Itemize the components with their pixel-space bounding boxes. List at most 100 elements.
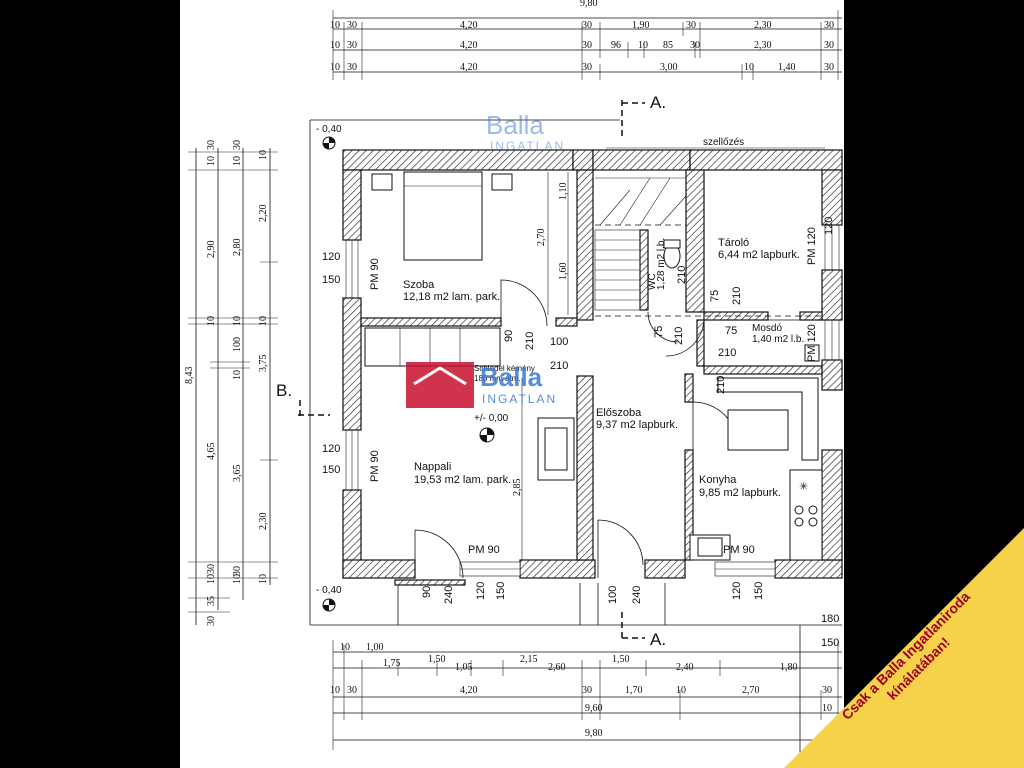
top-dim-r3-7: 30 [824,62,834,73]
top-dim-r1-3: 30 [582,20,592,31]
bottom-r2-4: 2,60 [548,662,566,673]
bottom-150-a: 150 [495,582,507,600]
right-90: 90 [826,746,838,758]
door-210-g: 210 [676,266,688,284]
level-bottom-left: - 0,40 [316,585,342,596]
banner-line2: kínálatában! [884,634,953,703]
bottom-r1-0: 10 [340,642,350,653]
door-210-e: 210 [718,347,736,359]
section-a-top-label: A. [650,93,666,112]
section-a-bottom-label: A. [650,630,666,649]
door-210-f: 210 [715,376,727,394]
top-dim-r2-0: 10 [330,40,340,51]
bottom-r2-7: 1,80 [780,662,798,673]
bottom-r3-4: 1,70 [625,685,643,696]
room-nappali-area: 19,53 m2 lam. park. [414,474,511,486]
bottom-r3-5: 10 [676,685,686,696]
top-dim-r1-5: 30 [686,20,696,31]
right-150: 150 [821,637,839,649]
top-dim-r3-0: 10 [330,62,340,73]
top-dim-r2-4: 96 [611,40,621,51]
bottom-r2-0: 1,75 [383,658,401,669]
bottom-r2-6: 2,40 [676,662,694,673]
staircase [594,177,822,317]
pm90-nappali: PM 90 [369,450,381,482]
left-a-8: 30 [206,616,217,626]
top-dim-r2-7: 30 [690,40,700,51]
right-180: 180 [821,613,839,625]
left-a-5: 10 [206,574,217,584]
left-c-0: 10 [258,150,269,160]
bottom-r2-1: 1,50 [428,654,446,665]
room-wc-name: WC [647,273,658,290]
section-markers: A. A. B. [276,93,666,649]
room-szoba-name: Szoba [403,279,435,291]
level-marks: - 0,40 - 0,40 +/- 0,00 [316,124,509,612]
window-120-b: 120 [322,443,340,455]
chimney-line2: 180 mm átm. [474,374,521,383]
site-outline [309,119,842,626]
left-a-3: 10 [206,316,217,326]
top-dim-r1-6: 2,30 [754,20,772,31]
left-b-2: 2,80 [232,239,243,257]
inner-dim-160: 1,60 [558,263,569,281]
bottom-r3-1: 30 [347,685,357,696]
top-dim-r1-7: 30 [824,20,834,31]
pm90-szoba: PM 90 [369,258,381,290]
bottom-r2-5: 1,50 [612,654,630,665]
level-top-left: - 0,40 [316,124,342,135]
pm90-konyha: PM 90 [723,544,755,556]
watermark-sub: INGATLAN [482,392,557,406]
left-a-6: 30 [206,564,217,574]
bottom-r3-6: 2,70 [742,685,760,696]
window-symbols [345,225,840,577]
room-nappali-name: Nappali [414,461,451,473]
room-tarolo-name: Tároló [718,237,749,249]
tarolo-window-120: 120 [823,217,835,235]
pm90-bottom: PM 90 [468,544,500,556]
bottom-240-a: 240 [443,586,455,604]
window-150-a: 150 [322,274,340,286]
door-75-b: 75 [709,290,721,302]
bottom-dimension-lines: 10 1,00 1,75 1,50 1,05 2,15 2,60 1,50 2,… [330,625,842,768]
door-210-d: 210 [731,287,743,305]
bottom-r1-1: 1,00 [366,642,384,653]
floor-plan-sheet: 9,80 10 30 4,20 30 1,90 30 2,30 30 10 30… [180,0,844,768]
bottom-r2-3: 2,15 [520,654,538,665]
top-dim-overall: 9,80 [580,0,598,9]
left-b-6: 3,65 [232,465,243,483]
asterisk-icon: ✳ [799,481,808,493]
left-c-5: 10 [258,574,269,584]
room-konyha-area: 9,85 m2 lapburk. [699,487,781,499]
left-b-5: 10 [232,370,243,380]
top-dim-r3-3: 30 [582,62,592,73]
top-dim-r2-2: 4,20 [460,40,478,51]
bottom-r4-1: 10 [822,703,832,714]
top-dim-r2-8: 2,30 [754,40,772,51]
inner-dims: 1,10 2,70 1,60 2,85 [512,172,569,560]
inner-dim-110: 1,10 [558,183,569,201]
room-eloszoba-name: Előszoba [596,407,642,419]
bottom-100: 100 [607,586,619,604]
top-dim-r3-2: 4,20 [460,62,478,73]
window-150-b: 150 [322,464,340,476]
watermark-brand-top: Balla [486,110,544,140]
door-75-a: 75 [653,326,665,338]
bottom-r5-0: 9,80 [585,728,603,739]
level-floor: +/- 0,00 [474,413,509,424]
top-dim-r2-6: 85 [663,40,673,51]
left-a-4: 4,65 [206,443,217,461]
left-b-3: 10 [232,316,243,326]
bottom-r3-3: 30 [582,685,592,696]
left-b-0: 10 [232,156,243,166]
room-mosdo-area: 1,40 m2 l.b. [752,334,804,345]
bottom-r4-0: 9,60 [585,703,603,714]
room-wc-area: 1,28 m2 l.b. [656,238,667,290]
bottom-r3-2: 4,20 [460,685,478,696]
pm120-tarolo: PM 120 [806,227,818,265]
left-c-3: 3,75 [258,355,269,373]
left-b-1: 30 [232,140,243,150]
door-100: 100 [550,336,568,348]
door-75-c: 75 [725,325,737,337]
inner-dim-285: 2,85 [512,479,523,497]
